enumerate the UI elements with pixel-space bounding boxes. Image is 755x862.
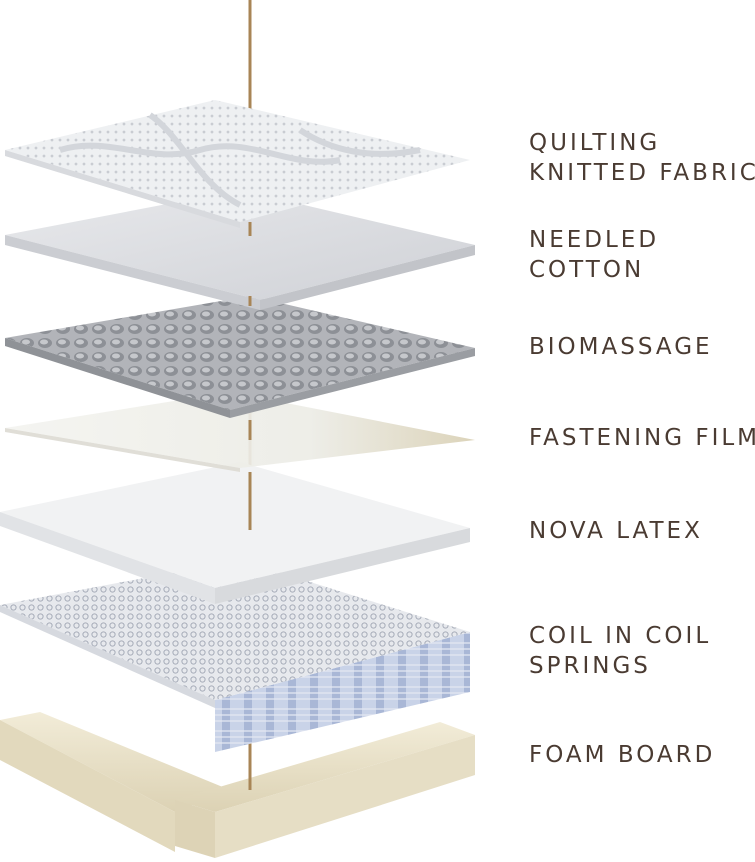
layer-fastening-film xyxy=(5,392,475,472)
label-line: COIL IN COIL xyxy=(529,623,712,649)
label-needled-cotton: NEEDLED COTTON xyxy=(529,225,659,285)
layer-nova-latex xyxy=(0,462,470,604)
label-line: COTTON xyxy=(529,257,645,283)
label-line: FOAM BOARD xyxy=(529,742,716,768)
label-line: NOVA LATEX xyxy=(529,518,703,544)
layer-coil-springs xyxy=(0,560,470,752)
label-line: QUILTING xyxy=(529,130,661,156)
layer-needled-cotton xyxy=(5,190,475,310)
label-coil-springs: COIL IN COIL SPRINGS xyxy=(529,621,711,681)
label-line: FASTENING FILM xyxy=(529,425,755,451)
layer-quilting-fabric xyxy=(5,100,470,228)
layer-biomassage xyxy=(5,296,475,418)
label-line: BIOMASSAGE xyxy=(529,334,713,360)
label-line: SPRINGS xyxy=(529,653,651,679)
label-biomassage: BIOMASSAGE xyxy=(529,332,713,362)
label-line: KNITTED FABRIC xyxy=(529,160,755,186)
label-nova-latex: NOVA LATEX xyxy=(529,516,703,546)
label-fastening-film: FASTENING FILM xyxy=(529,423,755,453)
label-line: NEEDLED xyxy=(529,227,660,253)
label-foam-board: FOAM BOARD xyxy=(529,740,715,770)
label-quilting: QUILTING KNITTED FABRIC xyxy=(529,128,755,188)
